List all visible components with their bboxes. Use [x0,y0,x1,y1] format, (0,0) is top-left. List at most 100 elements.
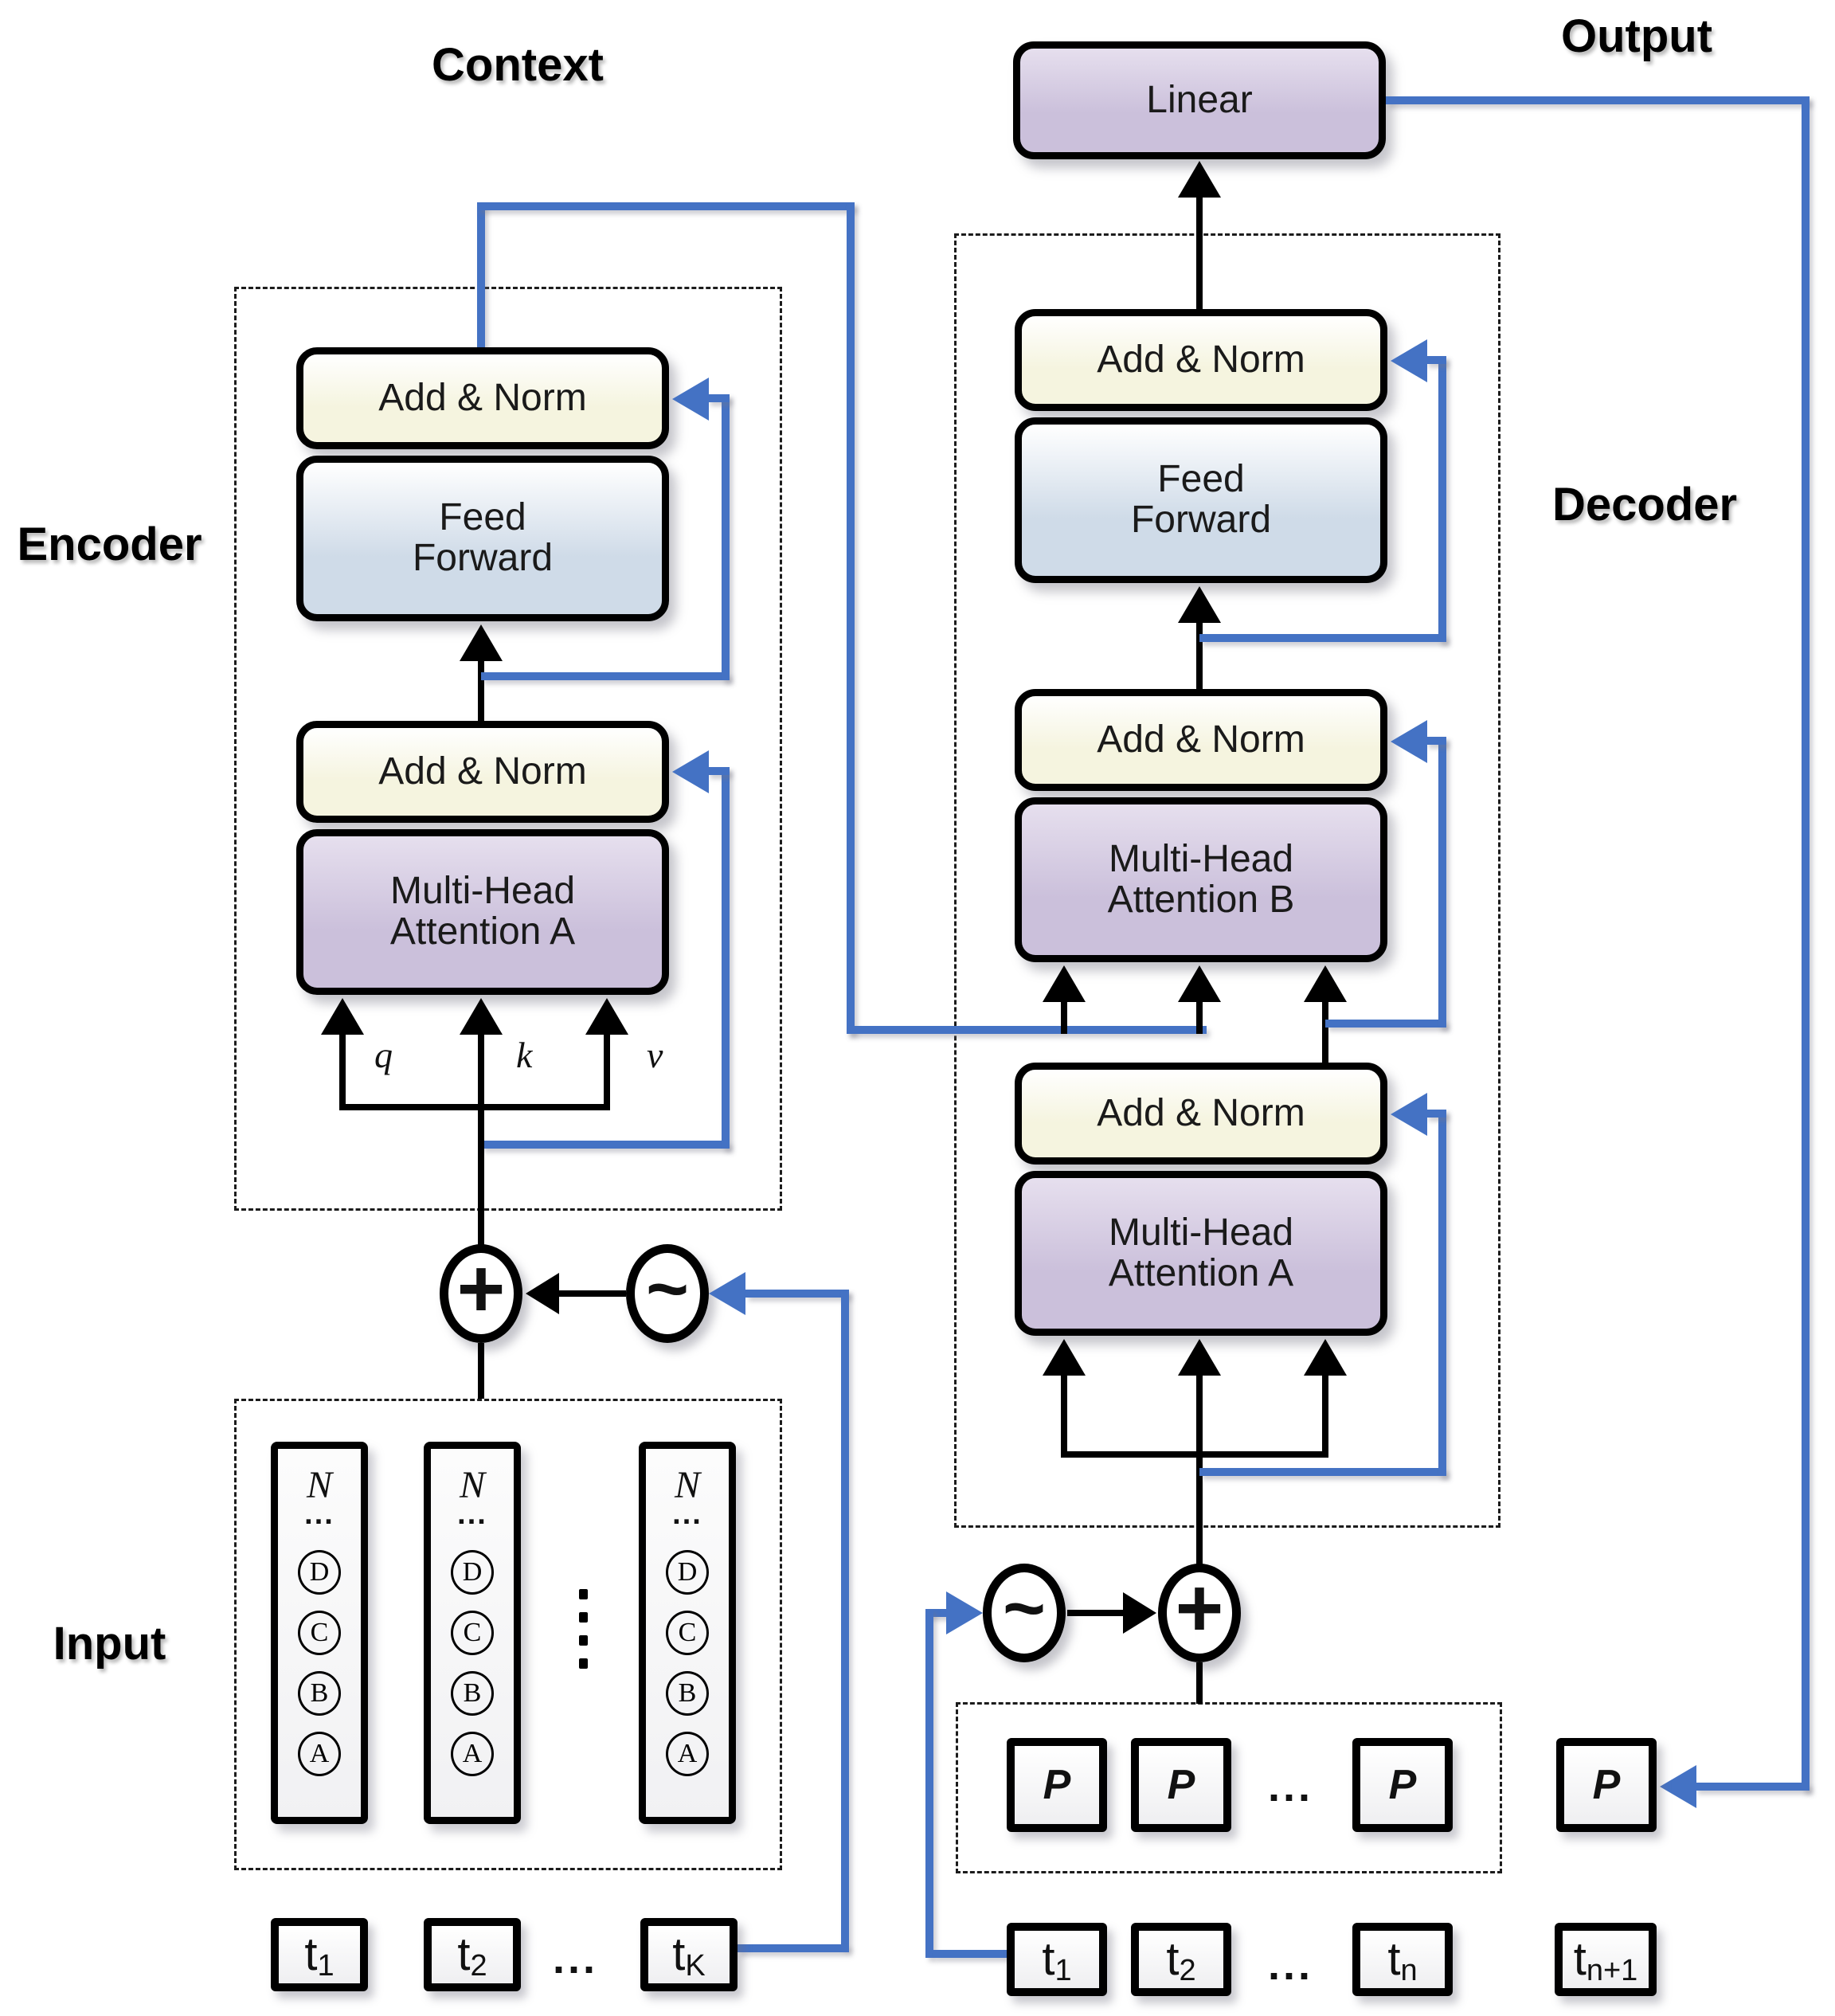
context-label: Context [432,39,604,91]
encoder-ff-residual-tail [707,394,730,402]
context-line-top [477,202,855,210]
decoder-mhb-k-line [1196,1000,1203,1034]
encoder-ff-residual-vertical [722,394,730,680]
decoder-mhb-residual-vertical [1438,737,1446,1028]
encoder-mha-residual-tail [707,767,730,775]
encoder-qkv-connector [339,1104,610,1110]
encoder-tokens-ellipsis: ... [553,1935,599,1983]
column-circles: D C B A [298,1549,341,1776]
decoder-tokens-ellipsis: ... [1268,1941,1314,1989]
input-column-3: N ... D C B A [639,1442,736,1824]
decoder-p-box-extra: P [1556,1738,1657,1832]
decoder-mhb-residual-bottom [1325,1020,1446,1028]
decoder-mha-k-line [1196,1374,1203,1458]
input-dashed-box [234,1399,782,1870]
context-line-down [847,202,855,1034]
decoder-mhb-residual-arrowhead [1391,720,1427,763]
encoder-wave-to-plus-line [559,1290,626,1297]
encoder-attention-label: Multi-Head Attention A [389,870,576,953]
output-line-vertical [1802,96,1810,1791]
encoder-v-arrowhead [585,998,628,1035]
decoder-feed-forward-block: Feed Forward [1015,417,1387,583]
encoder-dashed-box [234,287,782,1211]
decoder-feed-forward-label: Feed Forward [1130,458,1272,541]
column-top-label: N [674,1464,700,1506]
column-dots: ... [457,1497,487,1531]
decoder-mha-q-line [1061,1374,1067,1458]
decoder-wave-to-plus-arrowhead [1123,1592,1156,1634]
decoder-ff-residual-bottom [1199,634,1446,642]
decoder-add-positional-icon: + [1158,1562,1241,1662]
encoder-ff-input-arrowhead [460,624,503,661]
encoder-k-arrowhead [460,998,503,1035]
decoder-mhb-q-arrowhead [1043,965,1086,1002]
encoder-mha-residual-arrowhead [672,750,709,793]
decoder-positional-encoding-icon: ~ [983,1564,1066,1662]
encoder-q-arrowhead [321,998,364,1035]
decoder-ff-input-line [1196,620,1203,690]
encoder-v-line [604,1033,610,1110]
column-dots: ... [672,1497,702,1531]
decoder-ff-residual-vertical [1438,356,1446,642]
decoder-ff-residual-arrowhead [1391,339,1427,382]
decoder-mha-residual-arrowhead [1391,1093,1427,1136]
decoder-mha-k-arrowhead [1178,1339,1221,1376]
letter-circle-a: A [451,1731,494,1776]
encoder-token-feed-arrowhead [709,1272,745,1315]
decoder-main-input-line [1196,1451,1203,1566]
decoder-linear-block: Linear [1013,41,1386,159]
letter-circle-b: B [298,1670,341,1716]
letter-circle-a: A [298,1731,341,1776]
decoder-mhb-residual-tail [1426,737,1446,745]
columns-vertical-ellipsis [579,1589,588,1669]
decoder-mhb-v-line [1322,1000,1328,1066]
decoder-ff-residual-tail [1426,356,1446,364]
decoder-mhb-q-line [1061,1000,1067,1034]
encoder-positional-encoding-icon: ~ [626,1244,709,1343]
encoder-feed-forward-block: Feed Forward [296,456,669,621]
decoder-token-feed-vertical [925,1609,933,1958]
letter-circle-d: D [451,1549,494,1595]
decoder-wave-to-plus-line [1067,1610,1126,1616]
decoder-add-norm-top-block: Add & Norm [1015,309,1387,411]
encoder-k-label: k [516,1035,533,1075]
decoder-mha-v-line [1322,1374,1328,1458]
encoder-label: Encoder [17,519,202,570]
decoder-add-norm-bottom-block: Add & Norm [1015,1063,1387,1165]
linear-input-line [1196,196,1203,311]
decoder-add-norm-top-label: Add & Norm [1097,338,1305,381]
linear-input-arrowhead [1178,161,1221,198]
decoder-token-feed-bottom [933,1950,1007,1958]
letter-circle-d: D [666,1549,709,1595]
encoder-mha-residual-vertical [722,767,730,1149]
decoder-plus-down-line [1196,1662,1203,1704]
decoder-mha-residual-vertical [1438,1110,1446,1476]
decoder-mha-q-arrowhead [1043,1339,1086,1376]
decoder-dashed-box [954,233,1500,1528]
input-column-2: N ... D C B A [424,1442,521,1824]
encoder-add-norm-top-label: Add & Norm [378,376,587,419]
letter-circle-b: B [666,1670,709,1716]
decoder-attention-a-block: Multi-Head Attention A [1015,1171,1387,1336]
column-top-label: N [306,1464,332,1506]
decoder-p-ellipsis: ... [1268,1763,1314,1810]
letter-circle-b: B [451,1670,494,1716]
decoder-attention-b-block: Multi-Head Attention B [1015,797,1387,962]
output-line-bottom [1695,1783,1810,1791]
encoder-ff-residual-arrowhead [672,378,709,421]
encoder-q-label: q [374,1035,393,1075]
encoder-token-feed-top [745,1290,849,1298]
column-top-label: N [459,1464,485,1506]
encoder-q-line [339,1033,346,1110]
decoder-p-box-1: P [1007,1738,1107,1832]
encoder-plus-down-line [478,1343,484,1399]
input-column-1: N ... D C B A [271,1442,368,1824]
decoder-token-feed-arrowhead [946,1591,983,1634]
encoder-wave-to-plus-arrowhead [526,1273,559,1314]
